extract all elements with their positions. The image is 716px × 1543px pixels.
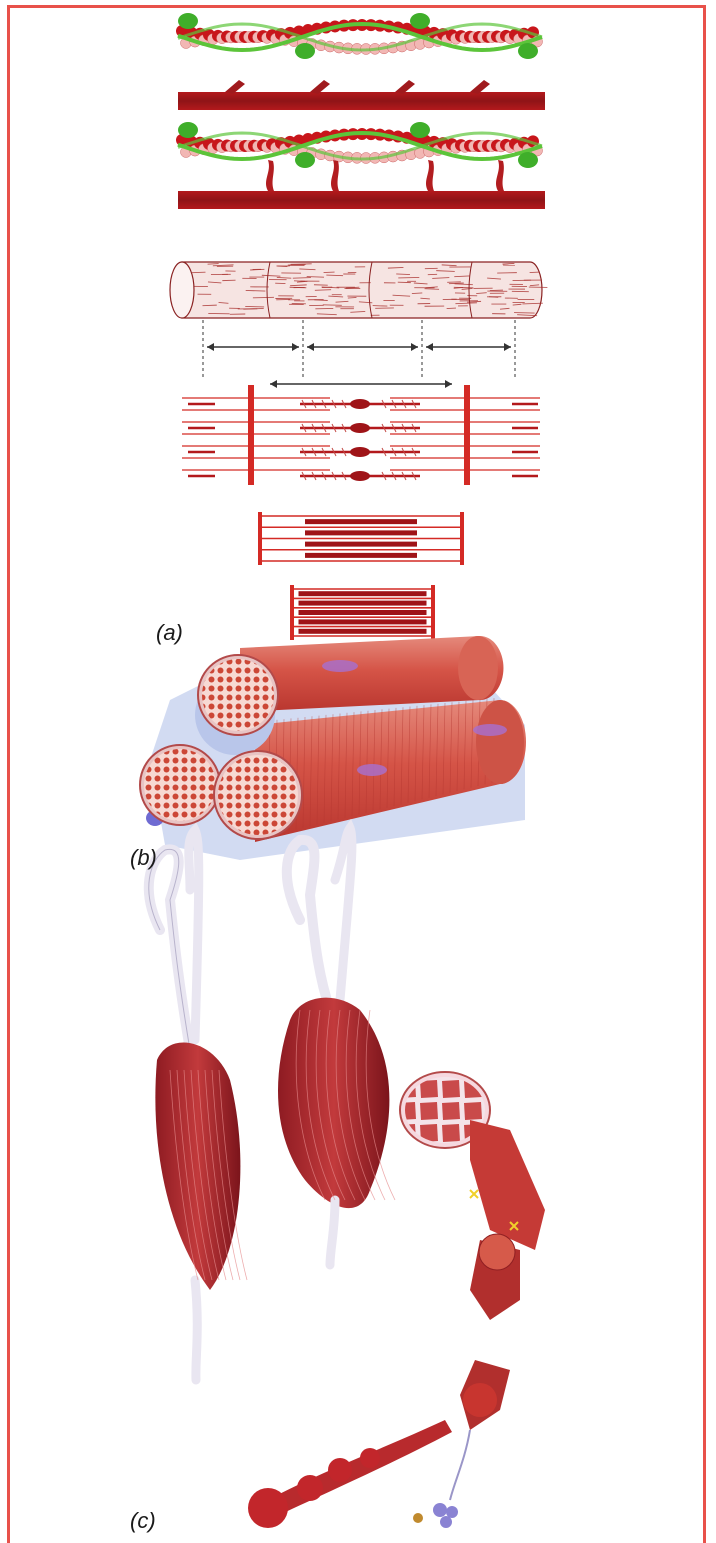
myofibril-icon (170, 262, 547, 318)
nucleus-icon (473, 724, 507, 736)
myosin-heads-resting (225, 80, 490, 94)
panel-label-c: (c) (130, 1508, 156, 1534)
thin-filament-relaxed (176, 13, 545, 110)
myosin-thick-filament (178, 92, 545, 110)
whole-muscle-icon (149, 828, 545, 1528)
sarcomere-fully-contracted (290, 585, 435, 640)
panel-label-a: (a) (156, 620, 183, 646)
nucleus-icon (322, 660, 358, 672)
thin-filament-contracting (176, 122, 545, 209)
sarcomere-icon (182, 385, 540, 485)
myosin-thick-filament (178, 191, 545, 209)
actin-filament-icon (176, 13, 543, 59)
sarcomere-length-markers (203, 320, 515, 388)
actin-filament-icon (176, 122, 543, 168)
sarcomere-partially-contracted (258, 512, 464, 565)
nucleus-icon (357, 764, 387, 776)
panel-label-b: (b) (130, 845, 157, 871)
